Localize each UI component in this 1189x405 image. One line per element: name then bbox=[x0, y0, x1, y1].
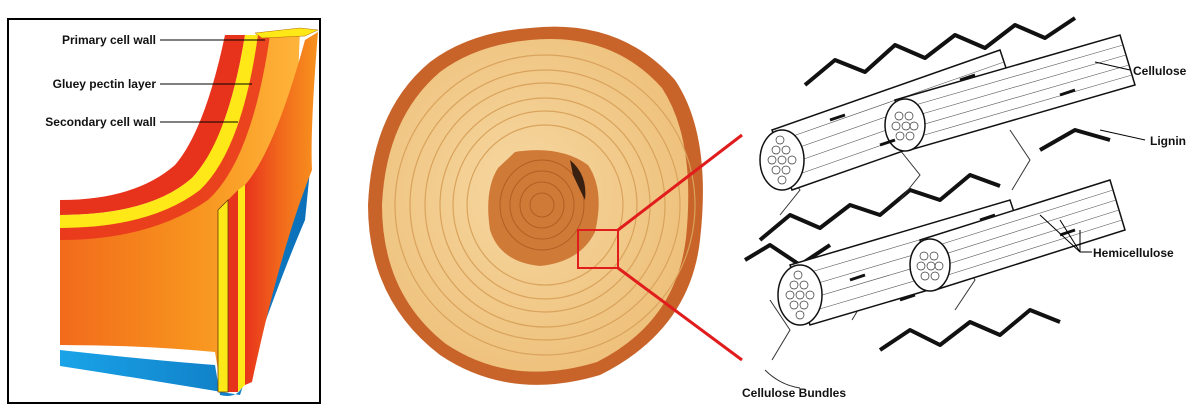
heartwood bbox=[488, 150, 599, 266]
lignin-label: Lignin bbox=[1150, 134, 1186, 148]
cellulose-fiber-upper-2 bbox=[885, 35, 1135, 151]
hemicellulose-label: Hemicellulose bbox=[1093, 246, 1174, 260]
fiber-structure-panel: Cellulose Lignin Hemicellulose Cellulose… bbox=[742, 18, 1187, 400]
front-cut-slab bbox=[218, 185, 245, 392]
cellulose-bundles-label: Cellulose Bundles bbox=[742, 386, 846, 400]
secondary-cell-wall-label: Secondary cell wall bbox=[45, 115, 156, 129]
primary-cell-wall-label: Primary cell wall bbox=[62, 33, 156, 47]
cellulose-label: Cellulose bbox=[1133, 64, 1187, 78]
gluey-pectin-layer-label: Gluey pectin layer bbox=[53, 77, 157, 91]
cell-wall-panel: Primary cell wall Gluey pectin layer Sec… bbox=[8, 19, 320, 403]
trunk-cross-section bbox=[368, 27, 742, 385]
